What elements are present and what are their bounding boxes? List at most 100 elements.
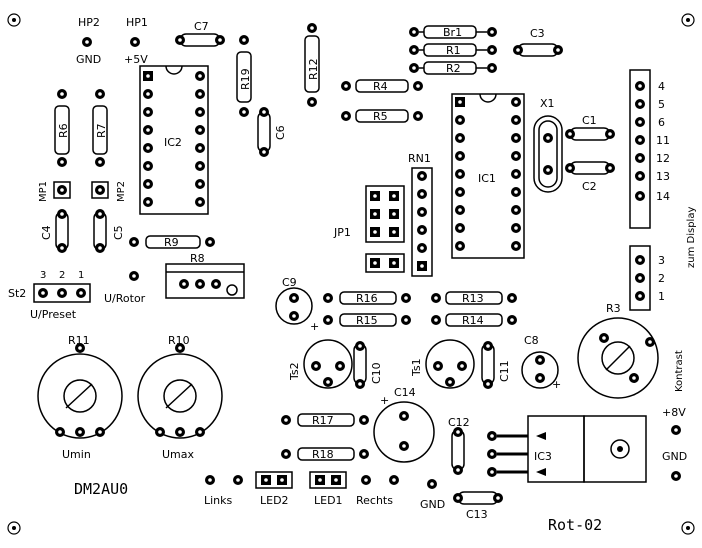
st2-connector [33, 283, 91, 303]
hp2-label: HP2 [78, 16, 100, 29]
c1-label: C1 [582, 114, 597, 127]
r6-body [54, 105, 70, 155]
hp1-pad [130, 37, 140, 47]
led2-label: LED2 [260, 494, 289, 507]
plus8v-pad [671, 425, 681, 435]
c3-body [517, 43, 559, 57]
r11-body [37, 353, 123, 439]
r17-label: R17 [312, 414, 334, 427]
c7-body [179, 33, 221, 47]
r10-body [137, 353, 223, 439]
c1-body [569, 127, 611, 141]
display-pin-4: 4 [658, 80, 665, 93]
rn1-body [411, 167, 433, 277]
r17-body [297, 413, 355, 427]
r5-body [355, 109, 409, 123]
r19-label: R19 [239, 68, 252, 90]
ic2-label: IC2 [164, 136, 182, 149]
x1-label: X1 [540, 97, 555, 110]
display-connector-b [629, 245, 651, 311]
jp1-header [365, 185, 405, 243]
r10-label: R10 [168, 334, 190, 347]
c13-label: C13 [466, 508, 488, 521]
c8-plus: + [552, 378, 561, 391]
r3-label: R3 [606, 302, 621, 315]
c14-body [373, 401, 435, 463]
r7-label: R7 [95, 123, 108, 138]
display-pin-2: 2 [658, 272, 665, 285]
gnd-bottom-pad [427, 479, 437, 489]
zum-display-label: zum Display [686, 207, 697, 268]
ic1-label: IC1 [478, 172, 496, 185]
ts2-body [303, 339, 353, 389]
rechts-label: Rechts [356, 494, 393, 507]
br1-label: Br1 [443, 26, 462, 39]
mounting-hole-tr [681, 13, 695, 27]
links-label: Links [204, 494, 233, 507]
led1-label: LED1 [314, 494, 343, 507]
r12-body [304, 35, 320, 93]
r15-body [339, 313, 397, 327]
gnd-top-label: GND [76, 53, 101, 66]
br1-r1-r2 [409, 25, 497, 75]
c10-label: C10 [370, 362, 383, 384]
display-pin-11: 11 [656, 134, 670, 147]
mounting-hole-br [681, 521, 695, 535]
r18-label: R18 [312, 448, 334, 461]
display-pin-5: 5 [658, 98, 665, 111]
r6-label: R6 [57, 123, 70, 138]
c6-label: C6 [274, 125, 287, 140]
start-header [365, 253, 405, 273]
c9-body [275, 287, 313, 325]
display-connector-a [629, 69, 651, 229]
mounting-hole-bl [7, 521, 21, 535]
c12-label: C12 [448, 416, 470, 429]
r11-label: R11 [68, 334, 90, 347]
c8-body [521, 351, 559, 389]
led2-header [255, 471, 293, 489]
jp1-label: JP1 [333, 226, 351, 239]
r18-body [297, 447, 355, 461]
r8-label: R8 [190, 252, 205, 265]
r7-body [92, 105, 108, 155]
mp2-box [91, 181, 109, 199]
r4-body [355, 79, 409, 93]
r9-body [145, 235, 201, 249]
rn1-pins [417, 171, 427, 271]
r3-body [577, 317, 659, 399]
led1-header [309, 471, 347, 489]
r2-label: R2 [446, 62, 461, 75]
u-rotor-label: U/Rotor [104, 292, 146, 305]
display-connector-a-pins [635, 81, 645, 201]
hp2-pad [82, 37, 92, 47]
c4-label: C4 [40, 225, 53, 240]
r5-label: R5 [373, 110, 388, 123]
ts1-label: Ts1 [410, 358, 423, 377]
c14-label: C14 [394, 386, 416, 399]
gnd-right-label: GND [662, 450, 687, 463]
ic3-label: IC3 [534, 450, 552, 463]
board-title: DM2AU0 [74, 480, 128, 498]
r15-label: R15 [356, 314, 378, 327]
display-pin-3: 3 [658, 254, 665, 267]
st2-label: St2 [8, 287, 26, 300]
st2-pin1: 1 [78, 270, 84, 281]
display-pin-6: 6 [658, 116, 665, 129]
ic2-body [139, 65, 209, 215]
ic3-regulator [487, 415, 647, 483]
mp1-label: MP1 [38, 181, 49, 202]
plus5v-label: +5V [124, 53, 148, 66]
gnd-bottom-label: GND [420, 498, 445, 511]
hp1-label: HP1 [126, 16, 148, 29]
c8-label: C8 [524, 334, 539, 347]
umin-label: Umin [62, 448, 91, 461]
x1-body [533, 115, 563, 193]
r4-label: R4 [373, 80, 388, 93]
r8-body [165, 263, 245, 299]
plus8v-label: +8V [662, 406, 686, 419]
display-pin-13: 13 [656, 170, 670, 183]
display-pin-12: 12 [656, 152, 670, 165]
st2-pin2: 2 [59, 270, 65, 281]
r14-body [445, 313, 503, 327]
